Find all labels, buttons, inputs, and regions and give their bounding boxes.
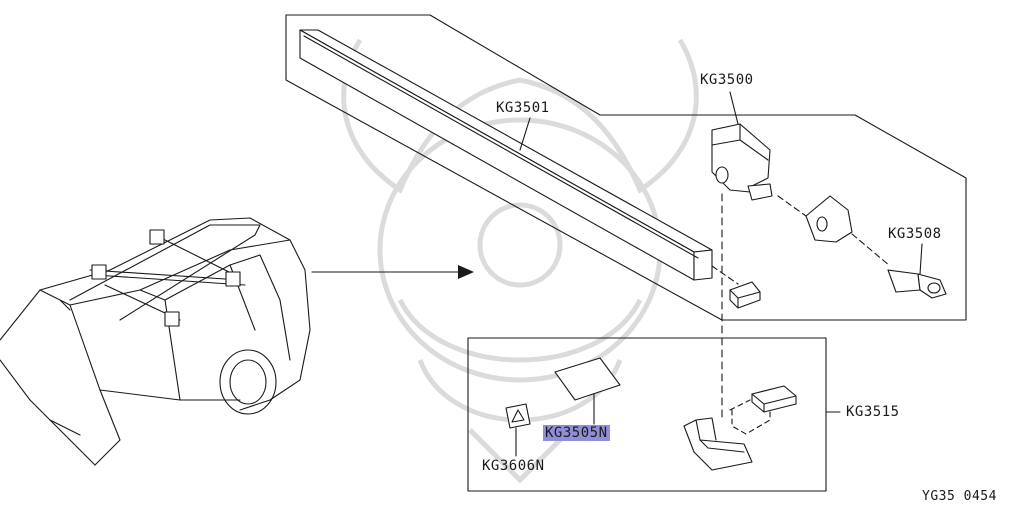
clip-part [683, 417, 753, 471]
dash-link-5 [731, 409, 771, 435]
kit-frame [467, 337, 827, 492]
dash-link-3 [711, 265, 739, 285]
label-kg3501: KG3501 [496, 100, 550, 116]
label-kg3505n[interactable]: KG3505N [543, 425, 610, 441]
label-kg3606n: KG3606N [482, 458, 545, 474]
direction-arrow [311, 265, 474, 279]
leader-kg3508 [919, 243, 923, 275]
label-kg3515: KG3515 [846, 404, 900, 420]
box-part [751, 385, 797, 413]
leader-kg3500 [729, 91, 739, 125]
dash-link-2 [851, 233, 891, 267]
diagram-code: YG35 0454 [922, 489, 997, 504]
cover-part [805, 195, 853, 243]
roof-bar-part [299, 29, 713, 281]
assembly-frame [285, 14, 967, 321]
dash-link-1 [777, 195, 807, 217]
car-illustration [0, 217, 311, 466]
label-kg3508: KG3508 [888, 226, 942, 242]
sticker-part [554, 357, 621, 401]
label-kg3500: KG3500 [700, 72, 754, 88]
end-cap-part [729, 281, 761, 309]
leader-kg3501 [519, 117, 531, 151]
warning-label-part [505, 403, 531, 429]
bracket-part [711, 123, 773, 201]
dash-link-4 [729, 399, 751, 411]
key-part [887, 269, 947, 299]
